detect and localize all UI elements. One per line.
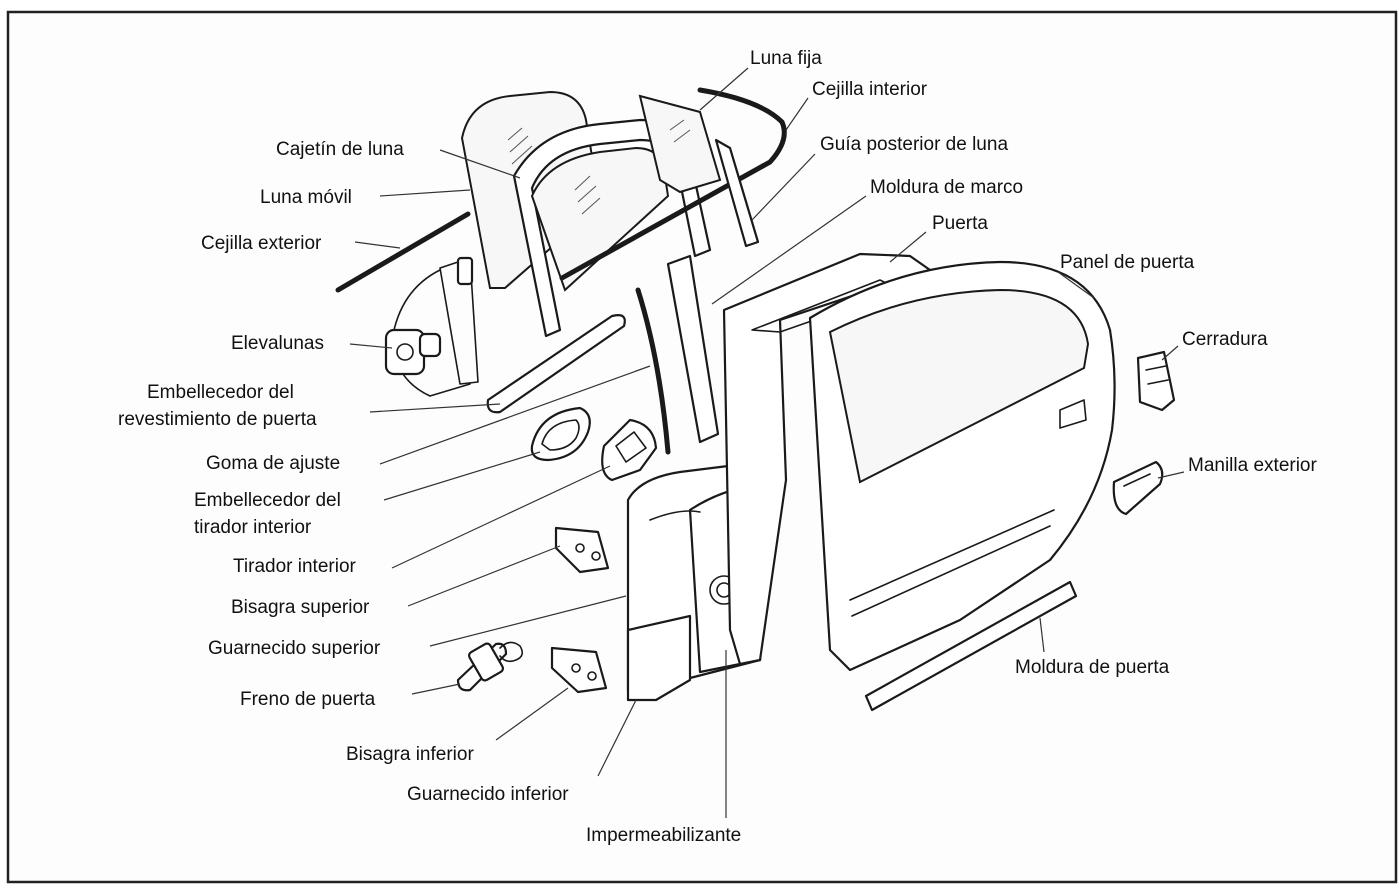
- label-embellecedor-tirador-line2: tirador interior: [194, 517, 312, 538]
- label-luna-fija: Luna fija: [750, 48, 822, 69]
- moldura-de-puerta-part: [864, 580, 1078, 712]
- label-embellecedor-revestimiento-line1: Embellecedor del: [147, 382, 294, 403]
- elevalunas-part: [384, 256, 479, 397]
- cejilla-exterior-part: [335, 211, 471, 293]
- embellecedor-revestimiento-part: [486, 314, 626, 414]
- panel-de-puerta-part: [808, 260, 1116, 672]
- label-cajetin-de-luna: Cajetín de luna: [276, 139, 404, 160]
- label-tirador-interior: Tirador interior: [233, 556, 357, 577]
- label-bisagra-inferior: Bisagra inferior: [346, 744, 474, 765]
- luna-fija-part: [638, 94, 722, 194]
- label-elevalunas: Elevalunas: [231, 333, 324, 354]
- label-luna-movil: Luna móvil: [260, 187, 352, 208]
- freno-de-puerta-part: [456, 641, 524, 692]
- goma-de-ajuste-part: [530, 406, 591, 462]
- label-impermeabilizante: Impermeabilizante: [586, 825, 741, 846]
- label-freno-de-puerta: Freno de puerta: [240, 689, 376, 710]
- label-cerradura: Cerradura: [1182, 329, 1268, 350]
- moldura-marco-strip: [635, 287, 671, 455]
- label-puerta: Puerta: [932, 213, 988, 234]
- label-moldura-de-marco: Moldura de marco: [870, 177, 1023, 198]
- label-cejilla-interior: Cejilla interior: [812, 79, 928, 100]
- label-cejilla-exterior: Cejilla exterior: [201, 233, 322, 254]
- bisagra-inferior-part: [550, 646, 608, 694]
- label-goma-de-ajuste: Goma de ajuste: [206, 453, 340, 474]
- moldura-de-marco-part: [666, 254, 720, 444]
- label-guarnecido-superior: Guarnecido superior: [208, 638, 381, 659]
- cejilla-interior-part: [559, 87, 787, 281]
- bisagra-superior-part: [554, 526, 610, 574]
- cerradura-part: [1136, 350, 1176, 412]
- label-bisagra-superior: Bisagra superior: [231, 597, 370, 618]
- label-moldura-de-puerta: Moldura de puerta: [1015, 657, 1170, 678]
- manilla-exterior-part: [1112, 460, 1164, 516]
- label-guia-posterior: Guía posterior de luna: [820, 134, 1008, 155]
- label-panel-de-puerta: Panel de puerta: [1060, 252, 1195, 273]
- label-manilla-exterior: Manilla exterior: [1188, 455, 1317, 476]
- guia-posterior-part: [714, 138, 760, 248]
- leader-lines: [349, 67, 1185, 818]
- embellecedor-tirador-part: [601, 418, 658, 482]
- label-embellecedor-tirador-line1: Embellecedor del: [194, 490, 341, 511]
- label-embellecedor-revestimiento-line2: revestimiento de puerta: [118, 409, 317, 430]
- label-guarnecido-inferior: Guarnecido inferior: [407, 784, 569, 805]
